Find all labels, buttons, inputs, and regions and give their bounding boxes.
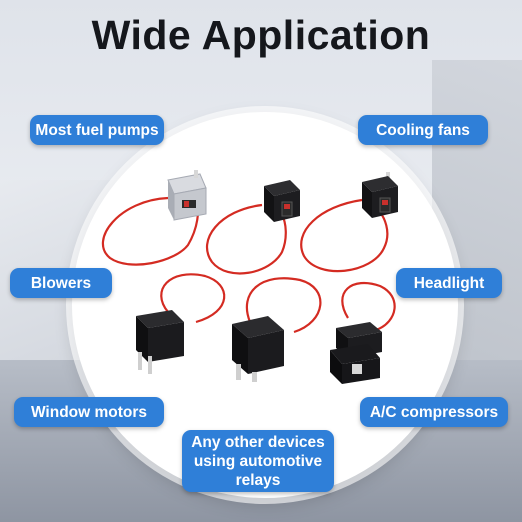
relay-large-black — [226, 312, 290, 389]
wire-relay-6 — [341, 281, 396, 332]
relay-gray-switch — [160, 170, 210, 227]
headline-block: Wide Application — [0, 12, 522, 59]
label-blowers: Blowers — [10, 268, 112, 298]
page-title: Wide Application — [91, 12, 431, 58]
relay-socket-black — [326, 318, 386, 393]
wire-relay-2 — [206, 203, 287, 275]
wire-relay-5 — [245, 277, 322, 334]
relay-black-switch-1 — [258, 178, 304, 229]
wire-relay-4 — [160, 273, 226, 324]
wire-relay-1 — [101, 196, 199, 266]
label-other-devices: Any other devices using automotive relay… — [182, 430, 334, 492]
label-headlight: Headlight — [396, 268, 502, 298]
label-cooling-fans: Cooling fans — [358, 115, 488, 145]
relay-black-switch-2 — [356, 172, 402, 227]
label-window-motors: Window motors — [14, 397, 164, 427]
label-ac-compressors: A/C compressors — [360, 397, 508, 427]
wire-relay-3 — [300, 198, 389, 273]
label-fuel-pumps: Most fuel pumps — [30, 115, 164, 145]
relay-small-black — [128, 306, 190, 381]
